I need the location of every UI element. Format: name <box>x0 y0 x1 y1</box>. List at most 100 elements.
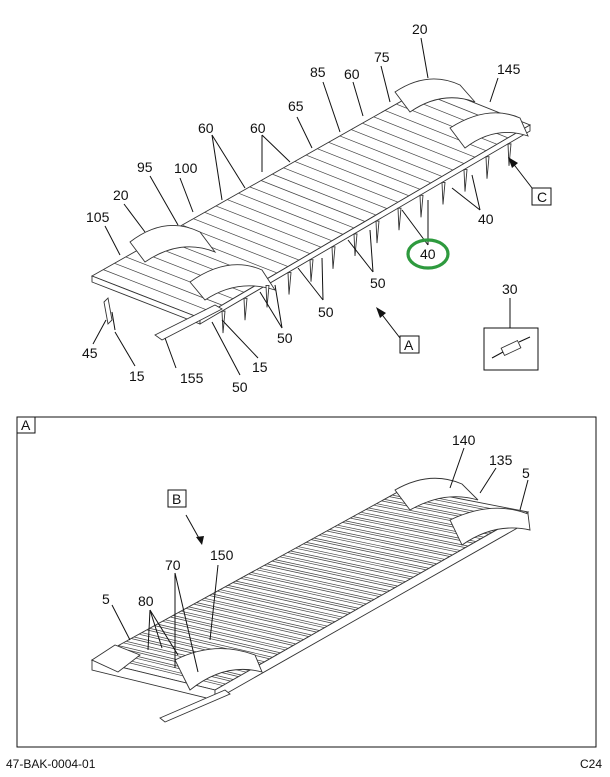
callout-15[interactable]: 15 <box>252 359 268 375</box>
floor-slat <box>305 154 410 197</box>
view-a-arrowhead <box>376 307 386 318</box>
floor-slat <box>217 590 341 620</box>
floor-slat <box>345 520 469 547</box>
view-c-arrowhead <box>508 157 518 168</box>
callout-150[interactable]: 150 <box>210 547 234 563</box>
fuse-holder-icon <box>491 336 531 359</box>
floor-slat <box>162 620 286 651</box>
floor-slat <box>256 569 380 597</box>
view-b-arrow <box>185 514 201 541</box>
floor-slat <box>287 552 411 580</box>
floor-slat <box>290 550 414 578</box>
callout-135[interactable]: 135 <box>489 452 513 468</box>
floor-slat <box>306 542 430 569</box>
floor-slat <box>215 205 322 248</box>
callout-65[interactable]: 65 <box>288 98 304 114</box>
floor-slat <box>329 529 453 556</box>
callout-60[interactable]: 60 <box>344 66 360 82</box>
upper-floor-assembly <box>90 78 532 341</box>
view-a-label[interactable]: A <box>404 337 414 353</box>
callout-50[interactable]: 50 <box>232 379 248 395</box>
floor-slat <box>274 559 399 587</box>
floor-slat <box>185 608 309 637</box>
floor-bracket <box>441 182 446 205</box>
callout-15[interactable]: 15 <box>129 368 145 384</box>
page-code: C24 <box>579 757 602 771</box>
floor-slat <box>249 186 355 229</box>
floor-slat <box>259 567 383 596</box>
floor-slat <box>318 534 442 562</box>
callout-85[interactable]: 85 <box>310 64 326 80</box>
floor-slat <box>350 517 474 544</box>
floor-bracket <box>485 156 490 179</box>
callout-100[interactable]: 100 <box>174 160 198 176</box>
floor-slat <box>204 597 328 627</box>
floor-slat <box>326 530 450 557</box>
floor-slat <box>227 199 333 242</box>
callout-30[interactable]: 30 <box>502 281 518 297</box>
floor-slat <box>373 116 476 158</box>
view-b-reference-box[interactable] <box>167 489 187 508</box>
detail-floor-assembly <box>90 477 531 723</box>
floor-slat <box>314 537 438 565</box>
floor-slat <box>251 572 375 600</box>
callout-45[interactable]: 45 <box>82 345 98 361</box>
floor-slat <box>180 610 305 640</box>
floor-bracket <box>309 259 314 282</box>
floor-slat <box>295 547 419 575</box>
callout-155[interactable]: 155 <box>180 370 204 386</box>
callout-145[interactable]: 145 <box>497 61 521 77</box>
detail-front-bracket <box>91 644 141 673</box>
callout-5[interactable]: 5 <box>102 591 110 607</box>
callout-40[interactable]: 40 <box>478 211 494 227</box>
callout-20[interactable]: 20 <box>113 187 129 203</box>
detail-front-wheel-housing <box>449 507 531 546</box>
floor-bracket <box>419 194 424 218</box>
left-rear-wheel-housing <box>129 225 217 263</box>
callout-50[interactable]: 50 <box>277 330 293 346</box>
callout-50[interactable]: 50 <box>370 275 386 291</box>
floor-bracket <box>331 246 336 269</box>
callout-40-highlighted[interactable]: 40 <box>420 246 436 262</box>
detail-view-a-frame <box>16 416 597 748</box>
floor-slat <box>238 192 344 235</box>
drawing-number: 47-BAK-0004-01 <box>6 757 96 771</box>
callout-95[interactable]: 95 <box>137 159 153 175</box>
callout-105[interactable]: 105 <box>86 209 110 225</box>
floor-slat <box>328 141 432 184</box>
view-a-reference-box[interactable] <box>399 335 420 354</box>
callout-5[interactable]: 5 <box>522 465 530 481</box>
view-b-label[interactable]: B <box>172 491 181 507</box>
view-c-arrow <box>511 161 533 189</box>
view-c-reference-box[interactable] <box>531 187 552 206</box>
callout-20[interactable]: 20 <box>412 21 428 37</box>
callout-140[interactable]: 140 <box>452 432 476 448</box>
callout-50[interactable]: 50 <box>318 304 334 320</box>
floor-slat <box>298 546 422 574</box>
floor-slat <box>157 623 281 654</box>
floor-slat <box>337 524 461 551</box>
floor-slat <box>303 543 427 571</box>
floor-bracket <box>243 297 248 321</box>
bracket-45 <box>103 297 113 325</box>
callout-60[interactable]: 60 <box>250 120 266 136</box>
floor-slat <box>267 563 391 591</box>
floor-slat <box>351 129 454 171</box>
callout-60[interactable]: 60 <box>198 120 214 136</box>
floor-slat <box>294 161 399 203</box>
detail-callouts: 140 135 5 5 70 150 80 <box>102 432 530 609</box>
floor-slat <box>209 595 333 624</box>
floor-slat <box>227 585 352 614</box>
callout-70[interactable]: 70 <box>165 557 181 573</box>
floor-slat <box>342 522 466 548</box>
floor-slat <box>243 576 367 605</box>
floor-slat <box>165 619 289 649</box>
floor-slat <box>149 628 273 658</box>
view-c-label[interactable]: C <box>537 189 547 205</box>
callout-75[interactable]: 75 <box>374 49 390 65</box>
detail-left-wheel-housing <box>174 648 263 691</box>
callout-80[interactable]: 80 <box>138 593 154 609</box>
floor-slat <box>196 602 320 631</box>
floor-slat <box>240 577 364 606</box>
